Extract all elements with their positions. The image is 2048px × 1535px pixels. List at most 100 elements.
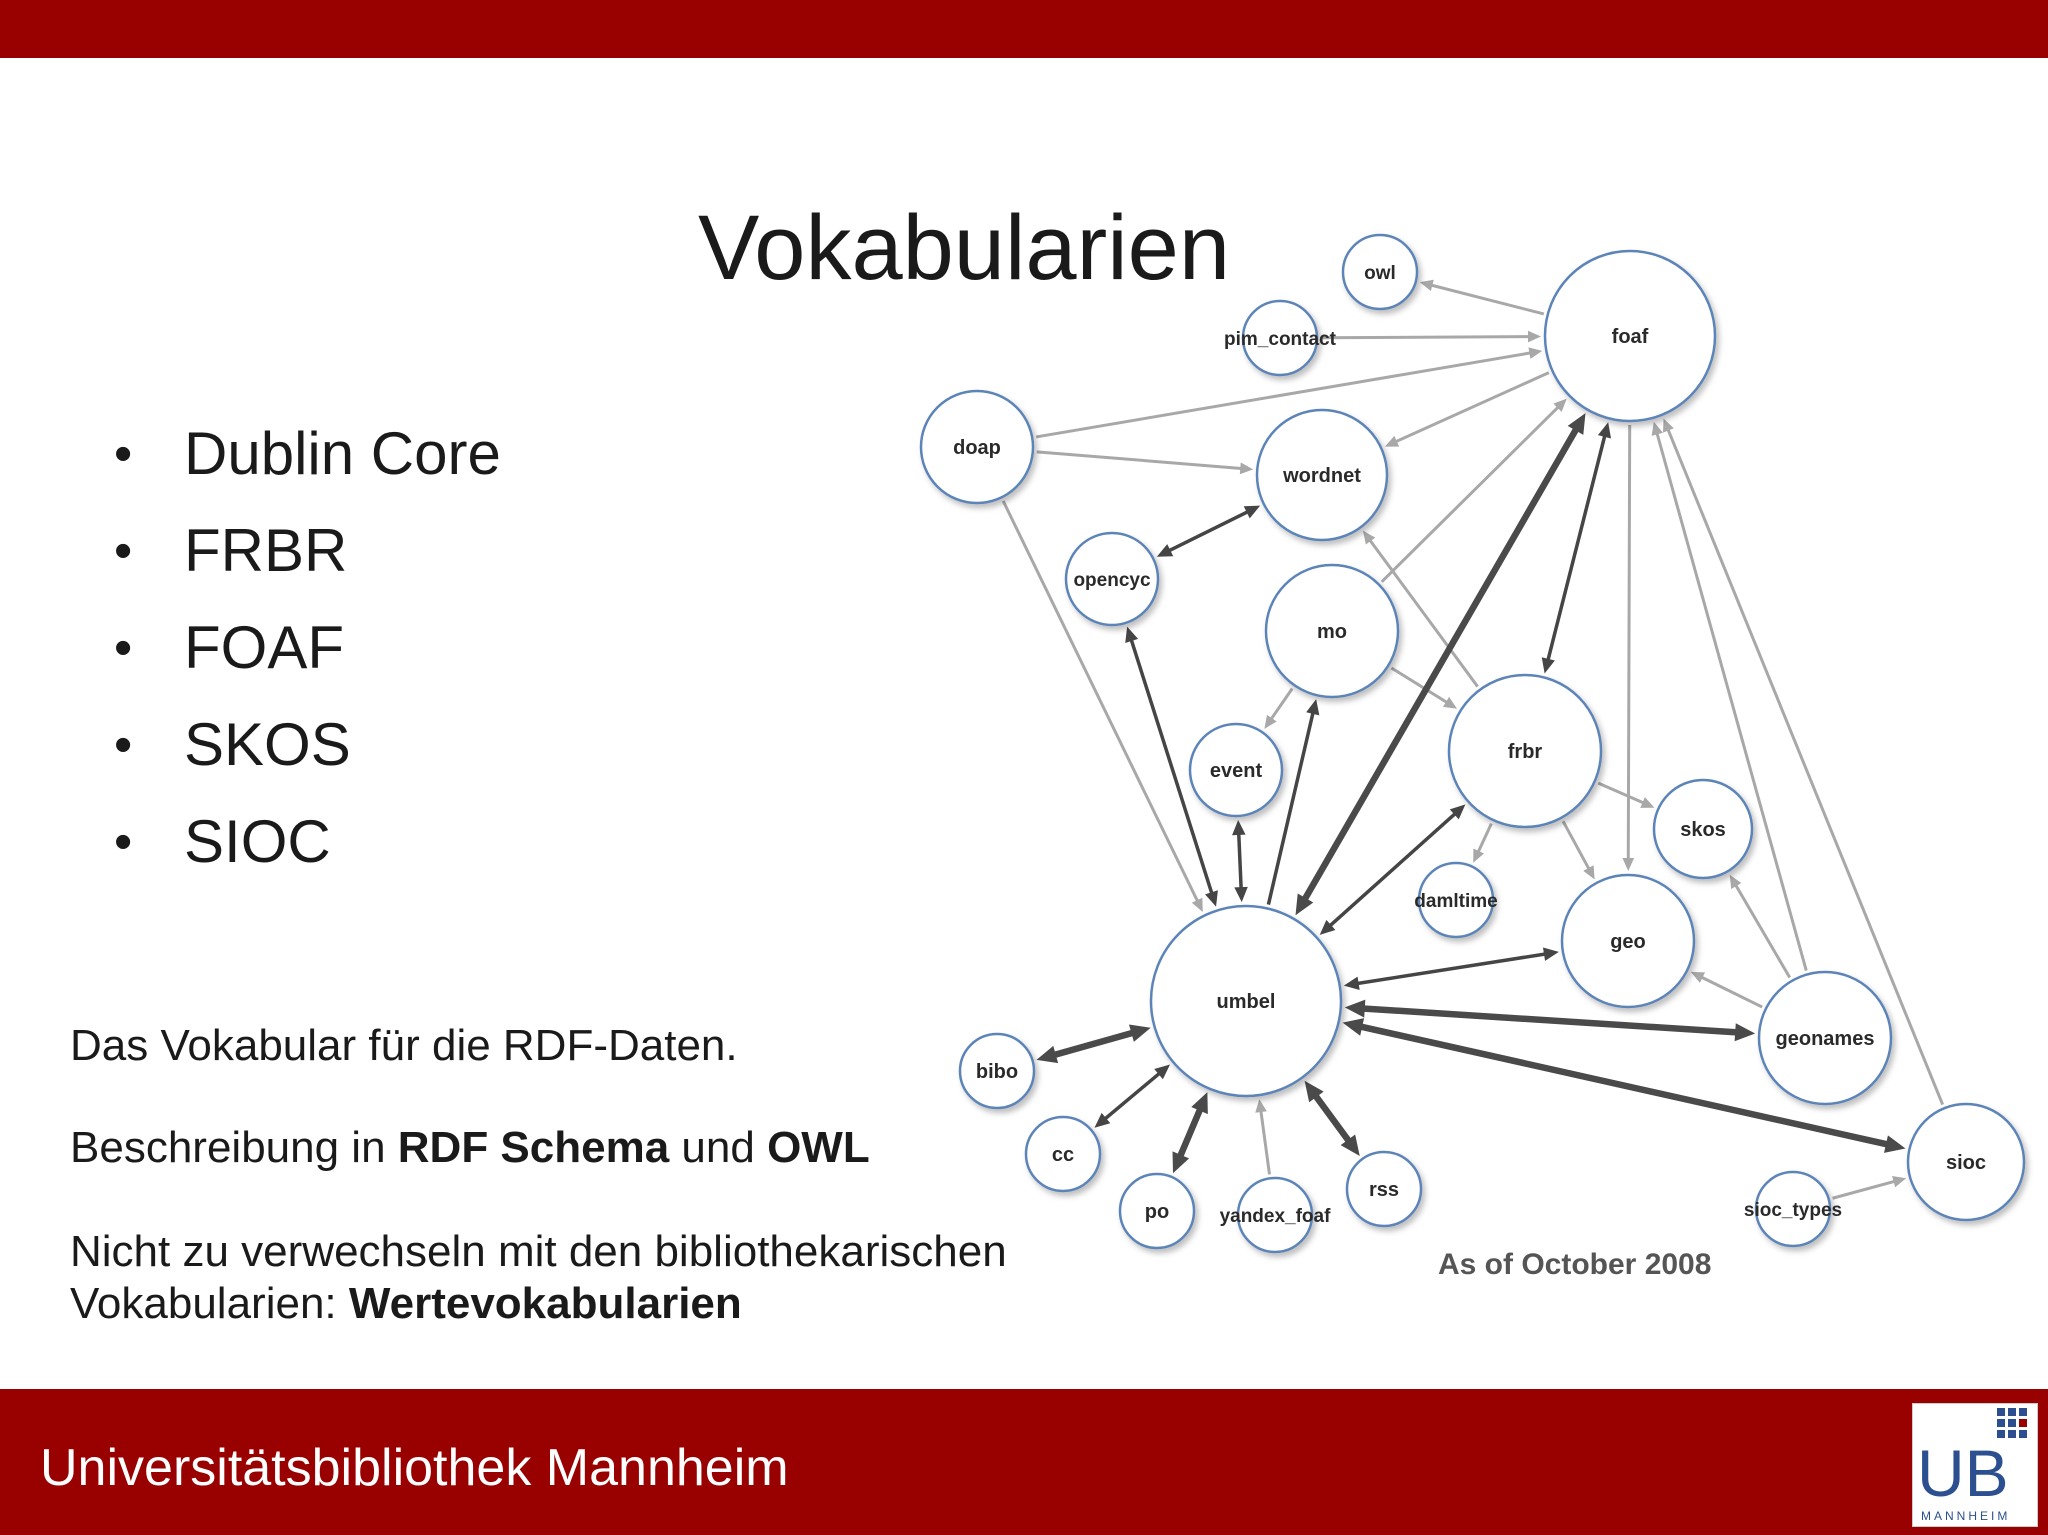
node-pim_contact: pim_contact [1224, 299, 1337, 377]
svg-text:UB: UB [1917, 1436, 2009, 1510]
edge-foaf-umbel [1295, 413, 1586, 916]
bullet-item: Dublin Core [112, 410, 501, 507]
edge-cc-umbel [1094, 1064, 1171, 1128]
node-damltime: damltime [1414, 861, 1498, 939]
node-sioc: sioc [1906, 1102, 2026, 1222]
edge-arrowhead [1191, 1092, 1208, 1115]
edge-line [1269, 687, 1294, 722]
node-label: doap [953, 437, 1001, 459]
node-circle [1560, 873, 1696, 1009]
edge-geonames-umbel [1344, 999, 1756, 1042]
description-line-2: Beschreibung in RDF Schema und OWL [70, 1122, 870, 1174]
edge-line [1380, 404, 1561, 583]
edge-frbr-damltime [1473, 822, 1493, 863]
node-circle [1024, 1115, 1102, 1193]
top-header-bar [0, 0, 2048, 58]
edge-arrowhead [1640, 797, 1655, 808]
description-bold: RDF Schema [397, 1123, 670, 1172]
bullet-item: FRBR [112, 507, 501, 604]
node-label: owl [1364, 263, 1396, 284]
node-label: yandex_foaf [1220, 1206, 1332, 1227]
node-circle [958, 1032, 1036, 1110]
edge-line [1360, 1005, 1740, 1036]
edge-arrowhead [1239, 462, 1254, 475]
node-geonames: geonames [1757, 970, 1893, 1106]
edge-umbel-mo [1266, 699, 1320, 905]
edge-foaf-geo [1622, 424, 1635, 872]
edge-arrowhead [1542, 947, 1559, 961]
node-circle [1652, 778, 1754, 880]
edge-frbr-geo [1561, 820, 1595, 880]
edge-line [1320, 335, 1531, 340]
bullet-item: FOAF [112, 604, 501, 701]
edge-line [1102, 1070, 1162, 1122]
edge-arrowhead [1232, 819, 1246, 836]
edge-rss-umbel [1304, 1080, 1360, 1156]
node-label: damltime [1414, 891, 1497, 912]
node-label: cc [1052, 1144, 1074, 1166]
node-umbel: umbel [1149, 904, 1343, 1098]
node-yandex_foaf: yandex_foaf [1220, 1176, 1332, 1254]
edge-line [1036, 450, 1243, 471]
edge-sioc_types-sioc [1832, 1176, 1907, 1200]
node-label: pim_contact [1224, 329, 1337, 350]
edge-po-umbel [1172, 1092, 1208, 1174]
diagram-nodes: owlfoafpim_contactdoapwordnetopencycmofr… [919, 233, 2026, 1254]
edge-line [1236, 831, 1243, 891]
edge-arrowhead [1172, 1151, 1190, 1174]
edge-line [1001, 500, 1200, 904]
edge-arrowhead [1129, 1024, 1151, 1042]
edge-line [1050, 1028, 1137, 1059]
edge-arrowhead [1234, 886, 1248, 903]
edge-arrowhead [1304, 1080, 1324, 1103]
node-label: umbel [1217, 991, 1276, 1013]
edge-doap-foaf [1035, 347, 1543, 439]
node-label: frbr [1508, 741, 1543, 763]
ub-mannheim-logo: UB MANNHEIM [1912, 1403, 2038, 1527]
edge-arrowhead [1442, 696, 1458, 709]
edge-geonames-skos [1729, 874, 1792, 979]
edge-event-umbel [1232, 819, 1248, 903]
node-circle [1417, 861, 1495, 939]
edge-arrowhead [1362, 530, 1376, 545]
edge-line [1176, 1105, 1205, 1160]
edge-arrowhead [1154, 1064, 1171, 1080]
description-text: Vokabularien: [70, 1279, 349, 1328]
diagram-caption: As of October 2008 [1438, 1248, 1712, 1281]
node-skos: skos [1652, 778, 1754, 880]
edge-line [1311, 1091, 1353, 1145]
edge-foaf-owl [1419, 279, 1545, 316]
edge-line [1300, 425, 1581, 904]
edge-frbr-umbel [1319, 804, 1466, 935]
edge-frbr-skos [1597, 781, 1655, 808]
node-circle [1188, 722, 1284, 818]
edge-arrowhead [1622, 857, 1635, 872]
node-circle [1241, 299, 1319, 377]
node-circle [1906, 1102, 2026, 1222]
edge-arrowhead [1342, 1018, 1365, 1036]
node-bibo: bibo [958, 1032, 1036, 1110]
diagram-edges [1001, 279, 1945, 1200]
node-label: event [1210, 760, 1263, 782]
description-line-1: Das Vokabular für die RDF-Daten. [70, 1021, 738, 1070]
edge-arrowhead [1205, 890, 1218, 907]
node-circle [1255, 408, 1389, 542]
node-circle [1543, 249, 1717, 423]
edge-line [1357, 1022, 1891, 1149]
slide-title-text: Vokabularien [698, 197, 1230, 299]
edge-sioc-umbel [1342, 1018, 1906, 1153]
edge-arrowhead [1306, 699, 1320, 716]
edge-arrowhead [1449, 804, 1466, 820]
edge-arrowhead [1567, 413, 1586, 435]
footer-bar [0, 1389, 2048, 1535]
edge-line [1655, 431, 1808, 971]
edge-arrowhead [1319, 919, 1336, 935]
edge-geonames-foaf [1651, 421, 1808, 971]
edge-doap-wordnet [1036, 450, 1254, 475]
node-wordnet: wordnet [1255, 408, 1389, 542]
edge-line [1429, 283, 1545, 316]
edge-line [1561, 820, 1592, 872]
edge-arrowhead [1729, 874, 1742, 889]
edge-arrowhead [1191, 897, 1203, 912]
node-mo: mo [1264, 563, 1400, 699]
